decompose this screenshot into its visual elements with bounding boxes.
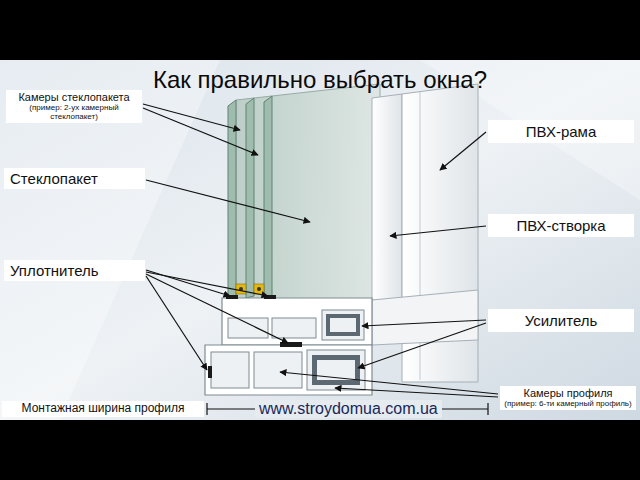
part-label: Камеры стеклопакета	[6, 90, 142, 104]
leader-line	[146, 276, 207, 370]
dimension-tick	[206, 403, 207, 415]
leader-line	[143, 104, 240, 130]
profile-chamber	[228, 318, 268, 338]
part-label: Уплотнитель	[4, 260, 145, 281]
profile-chamber	[322, 310, 364, 340]
glass-face	[236, 84, 380, 305]
title: Как правильно выбрать окна?	[153, 66, 487, 94]
part-label: Усилитель	[488, 309, 634, 332]
seal	[280, 342, 302, 347]
part-label: ПВХ-створка	[488, 214, 634, 237]
leader-line	[440, 132, 486, 170]
leader-line	[146, 180, 310, 222]
part-note: (пример: 2-ух камерный стеклопакет)	[6, 103, 142, 123]
frame-section	[205, 345, 372, 395]
dimension-label: Монтажная ширина профиля	[2, 401, 204, 417]
part-label: Камеры профиля	[500, 386, 636, 400]
part-label: Стеклопакет	[4, 168, 145, 189]
glass-pane	[246, 98, 254, 298]
leader-line	[358, 323, 486, 368]
leader-lines	[143, 104, 498, 397]
background	[0, 60, 640, 420]
profile-surface	[372, 290, 478, 345]
profile-chamber	[272, 318, 316, 338]
leader-line	[362, 320, 486, 326]
watermark: www.stroydomua.com.ua	[255, 400, 442, 418]
profile-chamber	[307, 350, 365, 390]
spacer	[254, 284, 264, 294]
leader-line	[335, 388, 498, 397]
desiccant	[257, 287, 261, 291]
light-streak	[0, 60, 220, 420]
part-label: ПВХ-рама	[488, 120, 634, 143]
leader-line	[390, 226, 486, 236]
leader-line	[143, 108, 258, 155]
leader-line	[146, 272, 268, 296]
profile-chamber	[211, 352, 249, 388]
spacer	[236, 284, 246, 294]
part-note: (пример: 6-ти камерный профиль)	[500, 399, 636, 410]
steel-reinforcement	[326, 314, 360, 336]
steel-reinforcement	[312, 355, 360, 385]
glass-pane	[228, 100, 236, 298]
sash-vertical	[372, 94, 402, 300]
dimension-tick	[487, 403, 488, 415]
profile-chamber	[254, 352, 302, 388]
seal	[208, 366, 212, 378]
glass-pane	[264, 96, 272, 298]
